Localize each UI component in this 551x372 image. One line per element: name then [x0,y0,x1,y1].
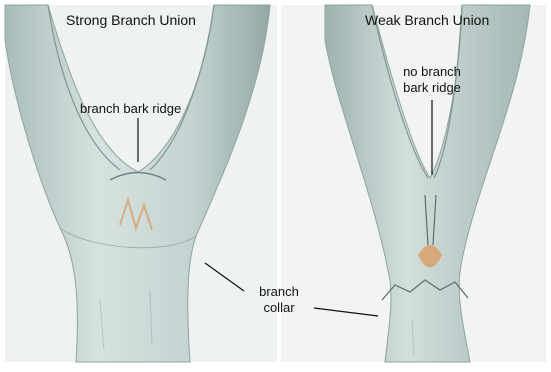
branch-bark-ridge-label: branch bark ridge [80,101,181,117]
no-branch-bark-ridge-label: no branch bark ridge [390,64,474,96]
branch-collar-label: branch collar [244,284,314,316]
collar-label-line1: branch [244,284,314,300]
no-ridge-label-line2: bark ridge [390,80,474,96]
weak-union-title: Weak Branch Union [365,12,489,28]
no-ridge-label-line1: no branch [390,64,474,80]
strong-union-title: Strong Branch Union [66,12,196,28]
collar-label-line2: collar [244,300,314,316]
